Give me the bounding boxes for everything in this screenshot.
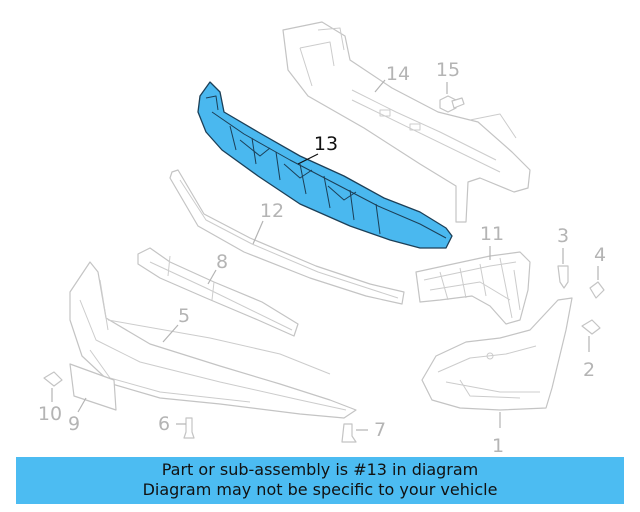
callout-4[interactable]: 4 bbox=[594, 244, 606, 266]
part-3-fastener[interactable] bbox=[557, 265, 569, 289]
callout-11[interactable]: 11 bbox=[480, 223, 504, 245]
part-15-bolt[interactable] bbox=[439, 95, 465, 113]
callout-5[interactable]: 5 bbox=[178, 305, 190, 327]
banner-line-disclaimer: Diagram may not be specific to your vehi… bbox=[142, 480, 498, 499]
part-10-clip[interactable] bbox=[43, 371, 63, 387]
callout-1[interactable]: 1 bbox=[492, 435, 504, 457]
part-9-bracket[interactable] bbox=[69, 363, 117, 411]
part-8-absorber[interactable] bbox=[137, 247, 299, 337]
callout-10[interactable]: 10 bbox=[38, 403, 62, 425]
part-4-clip[interactable] bbox=[589, 281, 605, 299]
callout-2[interactable]: 2 bbox=[583, 359, 595, 381]
callout-3[interactable]: 3 bbox=[557, 225, 569, 247]
callout-14[interactable]: 14 bbox=[386, 63, 410, 85]
part-14-reinforcement[interactable] bbox=[282, 21, 531, 223]
callout-8[interactable]: 8 bbox=[216, 251, 228, 273]
part-2-screw[interactable] bbox=[581, 319, 601, 335]
info-banner: Part or sub-assembly is #13 in diagram D… bbox=[16, 457, 624, 504]
callout-7[interactable]: 7 bbox=[374, 419, 386, 441]
part-12-strip[interactable] bbox=[169, 169, 405, 305]
part-5-cover[interactable] bbox=[69, 261, 357, 419]
part-6-bolt[interactable] bbox=[183, 417, 195, 439]
callout-15[interactable]: 15 bbox=[436, 59, 460, 81]
part-11-grille[interactable] bbox=[415, 251, 531, 325]
callout-6[interactable]: 6 bbox=[158, 413, 170, 435]
part-1-bezel[interactable] bbox=[421, 297, 573, 411]
part-13-highlighted[interactable] bbox=[197, 81, 453, 249]
banner-line-part: Part or sub-assembly is #13 in diagram bbox=[161, 460, 479, 479]
callout-13[interactable]: 13 bbox=[314, 133, 338, 155]
callout-12[interactable]: 12 bbox=[260, 200, 284, 222]
part-7-bolt[interactable] bbox=[341, 423, 357, 443]
callout-9[interactable]: 9 bbox=[68, 413, 80, 435]
